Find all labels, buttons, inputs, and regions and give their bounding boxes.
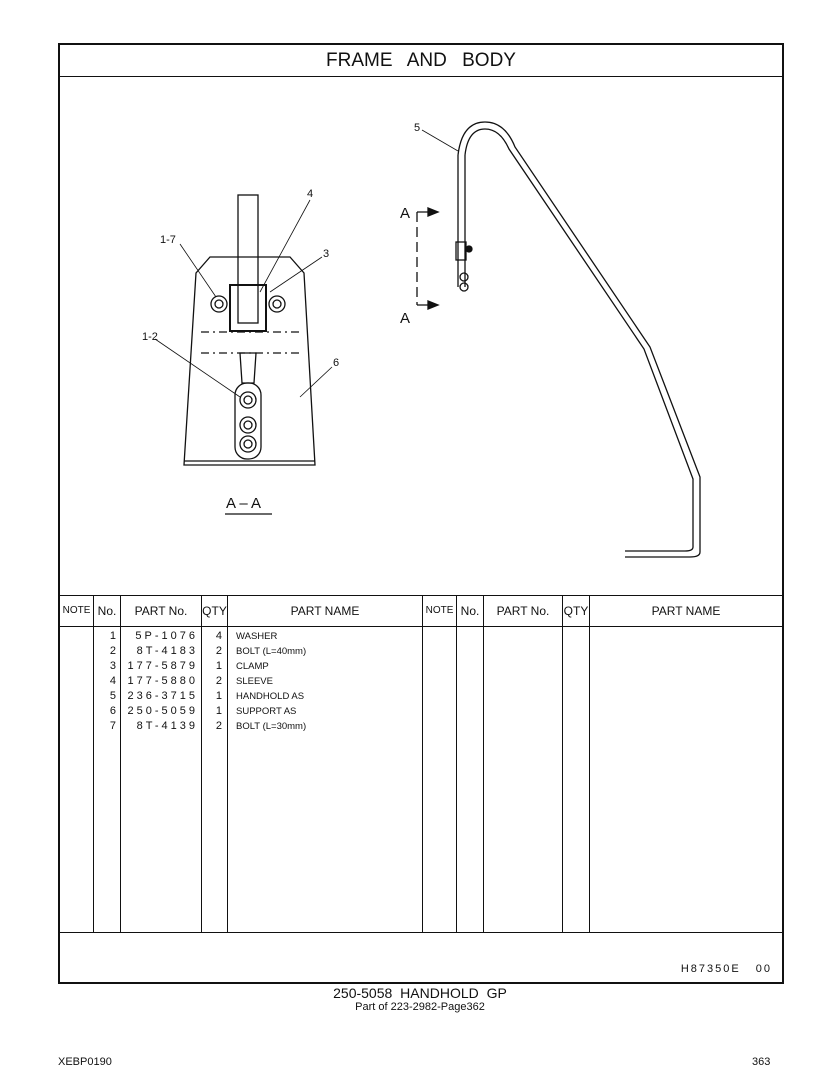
- callout-3: 3: [323, 248, 329, 260]
- header-no-2: No.: [457, 596, 484, 626]
- part-name: HANDHOLD AS: [236, 691, 305, 702]
- header-qty: QTY: [202, 596, 228, 626]
- table-row: 1 5P-1076 4 WASHER: [60, 629, 782, 644]
- item-number: 4: [109, 675, 116, 687]
- callout-1-2: 1-2: [142, 331, 158, 343]
- callout-1-7: 1-7: [160, 234, 176, 246]
- part-name: BOLT (L=30mm): [236, 721, 307, 732]
- quantity: 2: [215, 720, 222, 732]
- table-row: 2 8T-4183 2 BOLT (L=40mm): [60, 644, 782, 659]
- callout-5: 5: [414, 122, 420, 134]
- item-number: 5: [109, 690, 116, 702]
- part-number: 250-5059: [127, 705, 198, 717]
- header-part-name-2: PART NAME: [651, 604, 721, 618]
- section-mark-top: A: [400, 205, 410, 222]
- table-row: 4 177-5880 2 SLEEVE: [60, 674, 782, 689]
- part-number: 8T-4139: [136, 720, 198, 732]
- quantity: 2: [215, 675, 222, 687]
- header-part-no: PART No.: [121, 596, 202, 626]
- part-name: WASHER: [236, 631, 278, 642]
- header-note-2: NOTE: [423, 596, 457, 626]
- item-number: 3: [109, 660, 116, 672]
- header-part-name: PART NAME: [228, 596, 423, 626]
- parts-page-frame: FRAME AND BODY: [58, 43, 784, 984]
- illustration-code: H87350E 00: [680, 963, 772, 975]
- page-title: FRAME AND BODY: [60, 45, 782, 77]
- quantity: 1: [215, 660, 222, 672]
- group-title-block: 250-5058 HANDHOLD GP Part of 223-2982-Pa…: [300, 985, 540, 1013]
- header-no: No.: [94, 596, 121, 626]
- quantity: 4: [215, 630, 222, 642]
- table-row: 3 177-5879 1 CLAMP: [60, 659, 782, 674]
- item-number: 7: [109, 720, 116, 732]
- item-number: 1: [109, 630, 116, 642]
- document-id: XEBP0190: [58, 1056, 112, 1068]
- table-header: NOTE No. PART No. QTY PART NAME NOTE No.…: [60, 595, 782, 627]
- section-mark-bottom: A: [400, 310, 410, 327]
- part-number: 177-5880: [127, 675, 198, 687]
- header-part-no-2: PART No.: [484, 596, 563, 626]
- part-number: 5P-1076: [135, 630, 198, 642]
- parts-illustration: 1-7 4 3 1-2 6 5 A A A – A: [60, 77, 782, 595]
- table-row: 7 8T-4139 2 BOLT (L=30mm): [60, 719, 782, 734]
- section-label: A – A: [226, 495, 261, 512]
- part-name: SUPPORT AS: [236, 706, 297, 717]
- table-row: 5 236-3715 1 HANDHOLD AS: [60, 689, 782, 704]
- part-name: SLEEVE: [236, 676, 273, 687]
- part-name: BOLT (L=40mm): [236, 646, 307, 657]
- item-number: 6: [109, 705, 116, 717]
- part-number: 236-3715: [127, 690, 198, 702]
- group-subtitle: Part of 223-2982-Page362: [355, 1001, 485, 1013]
- part-number: 8T-4183: [136, 645, 198, 657]
- quantity: 1: [215, 690, 222, 702]
- callout-6: 6: [333, 357, 339, 369]
- header-qty-2: QTY: [563, 596, 590, 626]
- group-title: 250-5058 HANDHOLD GP: [333, 985, 507, 1001]
- quantity: 2: [215, 645, 222, 657]
- handhold-side-view: [416, 121, 701, 558]
- support-plate-section: [183, 194, 316, 515]
- item-number: 2: [109, 645, 116, 657]
- header-note: NOTE: [60, 596, 94, 626]
- callout-4: 4: [307, 188, 313, 200]
- table-row: 6 250-5059 1 SUPPORT AS: [60, 704, 782, 719]
- quantity: 1: [215, 705, 222, 717]
- page-number: 363: [752, 1056, 771, 1068]
- part-number: 177-5879: [127, 660, 198, 672]
- part-name: CLAMP: [236, 661, 269, 672]
